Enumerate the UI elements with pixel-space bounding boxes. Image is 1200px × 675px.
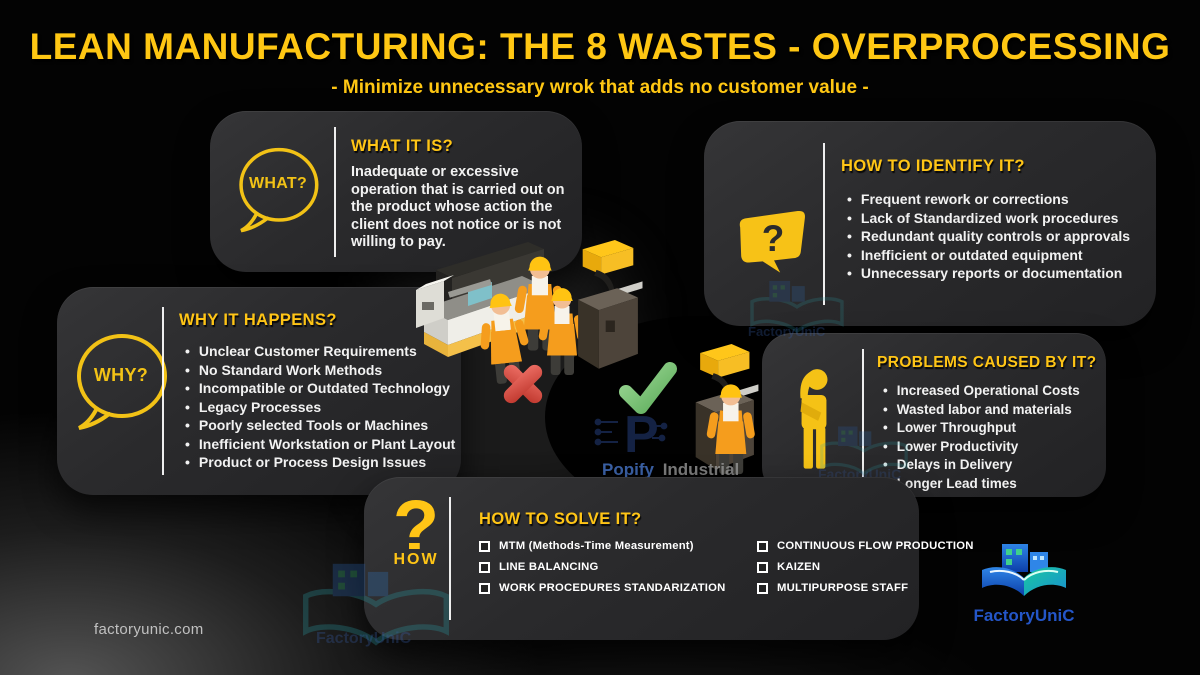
question-bubble-icon: ? <box>734 209 810 279</box>
circuit-p-letter: P <box>624 408 659 460</box>
card-title: HOW TO SOLVE IT? <box>479 510 642 528</box>
bullet-list: Increased Operational Costs Wasted labor… <box>877 382 1097 493</box>
bullet-item: Redundant quality controls or approvals <box>841 227 1130 246</box>
solve-item-label: MTM (Methods-Time Measurement) <box>499 540 694 552</box>
solve-item-label: CONTINUOUS FLOW PRODUCTION <box>777 540 974 552</box>
bullet-item: Lower Throughput <box>877 419 1097 438</box>
card-title: HOW TO IDENTIFY IT? <box>841 157 1025 175</box>
bullet-item: Inefficient Workstation or Plant Layout <box>179 435 455 454</box>
bullet-item: Frequent rework or corrections <box>841 190 1130 209</box>
bullet-item: Legacy Processes <box>179 398 455 417</box>
checkbox-icon <box>479 561 490 573</box>
bullet-list: Unclear Customer Requirements No Standar… <box>179 342 455 472</box>
brand-name: FactoryUniC <box>973 606 1075 625</box>
brand-logo: FactoryUniC <box>962 540 1086 626</box>
green-check-icon <box>619 362 677 414</box>
card-divider <box>823 143 825 305</box>
card-title: PROBLEMS CAUSED BY IT? <box>877 354 1097 371</box>
bullet-item: Longer Lead times <box>877 475 1097 494</box>
question-glyph: ? <box>762 218 785 259</box>
card-divider <box>862 349 864 481</box>
ghost-brand-text: FactoryUniC <box>316 630 412 647</box>
popify-name: Popify <box>602 460 654 479</box>
solve-item-label: MULTIPURPOSE STAFF <box>777 582 909 594</box>
how-label: HOW <box>393 551 439 568</box>
popify-watermark: P Popify Industrial <box>594 406 764 479</box>
bullet-item: No Standard Work Methods <box>179 361 455 380</box>
page-subtitle: - Minimize unnecessary wrok that adds no… <box>331 77 869 98</box>
bullet-item: Increased Operational Costs <box>877 382 1097 401</box>
solve-checklist: MTM (Methods-Time Measurement) LINE BALA… <box>479 540 974 594</box>
why-speech-bubble-icon: WHY? <box>71 329 171 437</box>
card-title: WHAT IT IS? <box>351 137 454 155</box>
solve-item: MULTIPURPOSE STAFF <box>757 582 974 594</box>
bullet-item: Unnecessary reports or documentation <box>841 264 1130 283</box>
checkbox-icon <box>479 582 490 594</box>
card-divider <box>334 127 336 257</box>
bullet-item: Inefficient or outdated equipment <box>841 246 1130 265</box>
checkbox-icon <box>757 561 768 573</box>
workers-illustration <box>416 240 759 475</box>
what-bubble-label: WHAT? <box>248 174 308 192</box>
page-title: LEAN MANUFACTURING: THE 8 WASTES - OVERP… <box>29 26 1171 67</box>
card-problems-caused: PROBLEMS CAUSED BY IT? Increased Operati… <box>762 333 1106 497</box>
checkbox-icon <box>757 540 768 552</box>
card-divider <box>449 497 451 620</box>
drill-press-machine-1 <box>578 240 643 369</box>
factoryunic-book-icon <box>982 544 1066 596</box>
solve-item-label: WORK PROCEDURES STANDARIZATION <box>499 582 726 594</box>
bullet-item: Poorly selected Tools or Machines <box>179 416 455 435</box>
solve-item: CONTINUOUS FLOW PRODUCTION <box>757 540 974 552</box>
solve-item: LINE BALANCING <box>479 561 729 573</box>
card-why-it-happens: WHY? WHY IT HAPPENS? Unclear Customer Re… <box>57 287 461 495</box>
red-cross-icon <box>503 364 543 404</box>
bullet-list: Frequent rework or corrections Lack of S… <box>841 190 1130 283</box>
what-body-text: Inadequate or excessive operation that i… <box>351 164 565 250</box>
bullet-item: Delays in Delivery <box>877 456 1097 475</box>
bullet-item: Incompatible or Outdated Technology <box>179 379 455 398</box>
checkbox-icon <box>757 582 768 594</box>
bullet-item: Product or Process Design Issues <box>179 453 455 472</box>
bullet-item: Unclear Customer Requirements <box>179 342 455 361</box>
circuit-p-icon: P <box>594 406 668 464</box>
why-bubble-label: WHY? <box>93 364 149 385</box>
solve-item: MTM (Methods-Time Measurement) <box>479 540 729 552</box>
ghost-brand-text: FactoryUniC <box>748 324 826 339</box>
checkbox-icon <box>479 540 490 552</box>
card-title: WHY IT HAPPENS? <box>179 311 337 329</box>
website-url: factoryunic.com <box>94 621 204 638</box>
bullet-item: Wasted labor and materials <box>877 401 1097 420</box>
card-how-to-solve: ? HOW HOW TO SOLVE IT? MTM (Methods-Time… <box>364 477 973 640</box>
how-question-icon: ? HOW <box>382 497 450 569</box>
bullet-item: Lack of Standardized work procedures <box>841 209 1130 228</box>
solve-item: WORK PROCEDURES STANDARIZATION <box>479 582 729 594</box>
solve-item-label: LINE BALANCING <box>499 561 599 573</box>
popify-industrial: Industrial <box>662 460 740 479</box>
bullet-item: Lower Productivity <box>877 438 1097 457</box>
question-mark-glyph: ? <box>392 497 440 549</box>
solve-item: KAIZEN <box>757 561 974 573</box>
what-speech-bubble-icon: WHAT? <box>234 143 322 239</box>
solve-item-label: KAIZEN <box>777 561 821 573</box>
card-divider <box>162 307 164 475</box>
